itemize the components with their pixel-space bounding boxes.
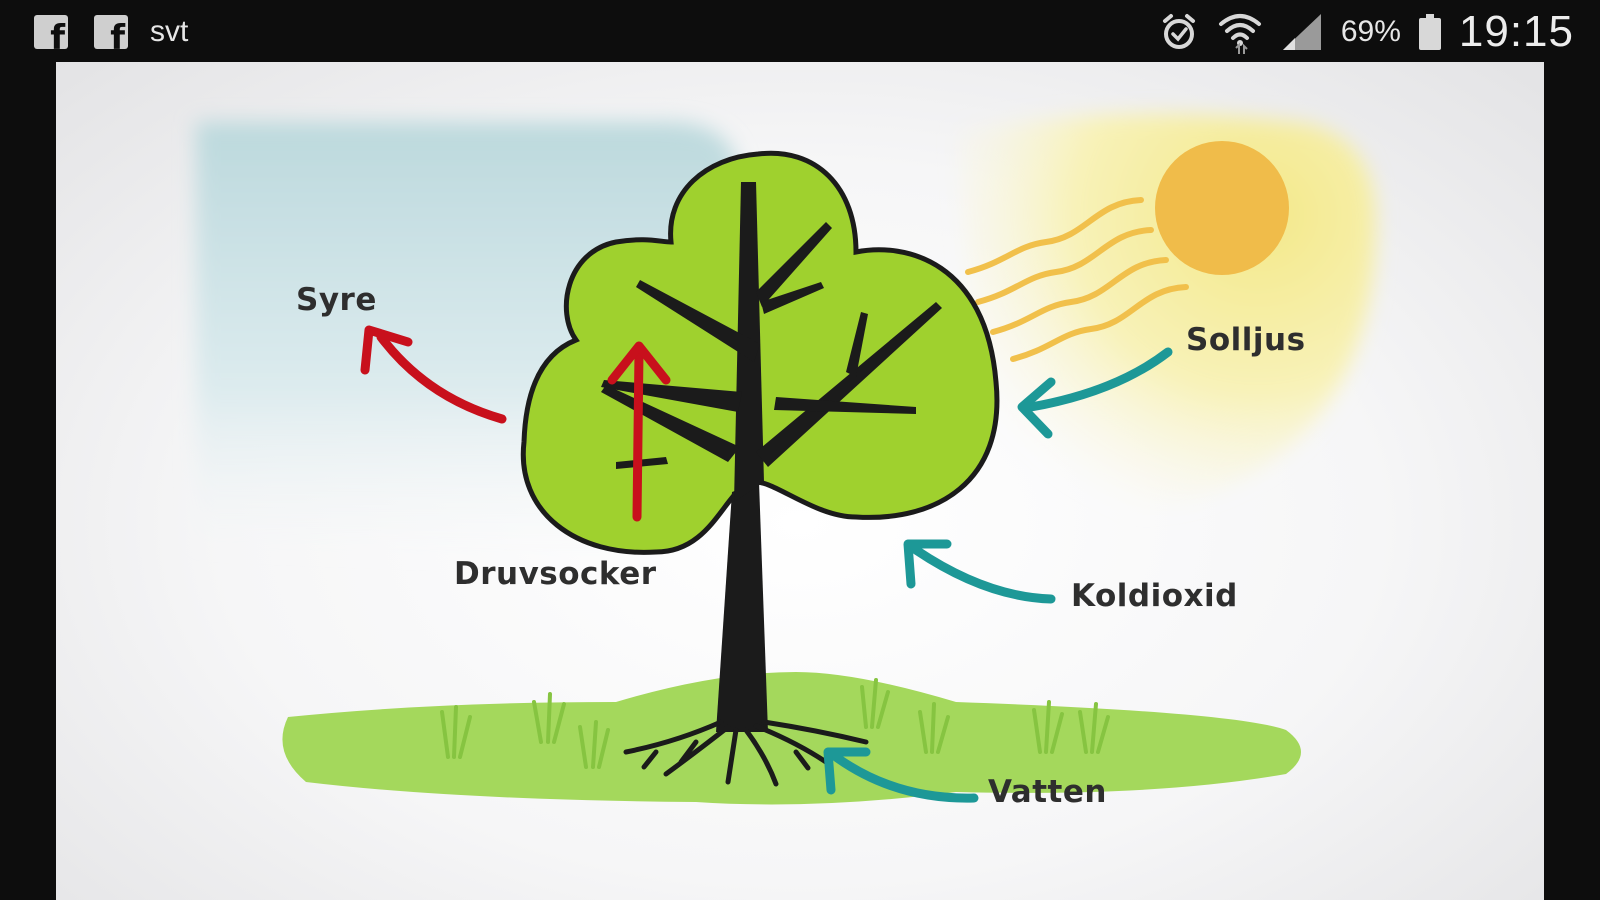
alarm-icon (1162, 14, 1195, 49)
label-druvsocker: Druvsocker (454, 556, 657, 592)
battery-percent: 69% (1340, 15, 1401, 48)
label-vatten: Vatten (988, 774, 1107, 810)
facebook-icon: f (94, 15, 128, 49)
sunlight-arrow (1017, 347, 1173, 439)
ground (282, 672, 1301, 805)
water-arrow (823, 747, 979, 803)
oxygen-arrow (360, 325, 507, 424)
co2-arrow (903, 539, 1056, 604)
facebook-icon: f (34, 15, 68, 49)
system-indicators: 69% 19:15 (1159, 7, 1574, 56)
label-syre: Syre (296, 282, 377, 318)
label-koldioxid: Koldioxid (1071, 578, 1238, 614)
label-solljus: Solljus (1186, 322, 1306, 358)
glucose-arrow (607, 341, 671, 522)
photosynthesis-diagram (196, 114, 1376, 805)
status-bar: f f svt 69% 19:15 (0, 0, 1600, 64)
tree-roots (623, 719, 869, 787)
grass-tufts (440, 678, 1110, 769)
wifi-icon (1218, 14, 1261, 54)
clock: 19:15 (1458, 7, 1574, 56)
notification-app-label: svt (150, 15, 189, 48)
notification-icons: f f svt (34, 12, 188, 52)
sun-rays (965, 197, 1189, 362)
signal-icon (1282, 14, 1321, 50)
photosynthesis-image[interactable]: Syre Solljus Druvsocker Koldioxid Vatten (56, 62, 1544, 900)
sun-icon (1155, 141, 1289, 275)
battery-icon (1418, 14, 1441, 50)
